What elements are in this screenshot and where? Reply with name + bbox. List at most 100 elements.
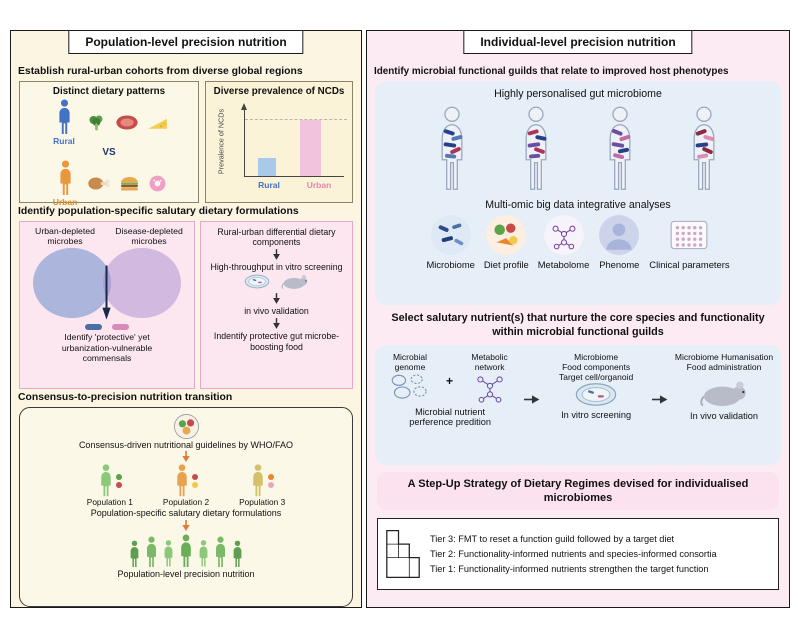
left-panel: Population-level precision nutrition Est… — [10, 30, 362, 608]
drumstick-icon — [88, 177, 110, 190]
metabolic-network-icon — [476, 376, 503, 403]
invitro-caption: In vitro screening — [561, 409, 632, 420]
prediction-caption: Microbial nutrient perference predition — [409, 406, 491, 428]
urban-bar — [300, 120, 321, 176]
prediction-column: Microbial genome + Metabolic network Mic… — [379, 352, 521, 428]
left-section2-heading: Identify population-specific salutary di… — [18, 206, 299, 217]
crowd-person-icon — [181, 534, 191, 567]
ncd-prevalence-box: Diverse prevalence of NCDs Prevalence of… — [205, 81, 353, 203]
right-section2-heading: Select salutary nutrient(s) that nurture… — [391, 312, 765, 338]
invivo-label-line: Food administration — [686, 361, 762, 372]
chart-y-axis-label: Prevalence of NCDs — [216, 108, 226, 175]
vs-label: VS — [102, 147, 116, 158]
omic-microbiome: Microbiome — [426, 214, 475, 270]
tier-box: Tier 3: FMT to reset a function guild fo… — [377, 518, 779, 591]
microbe-rod-icon — [112, 324, 129, 331]
clinical-parameters-icon — [671, 220, 708, 250]
population-1: Population 1 — [87, 464, 133, 507]
tier-3-text: : FMT to reset a function guild followed… — [453, 534, 675, 545]
phenome-icon — [599, 215, 640, 255]
down-arrow-icon — [273, 293, 280, 305]
burger-icon — [121, 176, 138, 191]
cohorts-row: Distinct dietary patterns Rural VS — [19, 81, 353, 207]
multiomic-subtitle: Multi-omic big data integrative analyses — [485, 199, 671, 211]
stairs-icon — [386, 530, 420, 579]
commensal-microbes — [85, 324, 129, 331]
left-section3-heading: Consensus-to-precision nutrition transit… — [18, 392, 233, 403]
disease-depleted-circle — [103, 248, 181, 319]
rural-person-icon — [58, 99, 70, 134]
petri-dish-icon — [244, 274, 269, 289]
tier-2-row: Tier 2: Functionality-informed nutrients… — [430, 549, 717, 559]
host-person-icon — [693, 106, 715, 190]
network-label: Metabolic network — [471, 351, 508, 372]
population1-foods-icon — [115, 473, 122, 488]
rural-tick-label: Rural — [258, 180, 280, 190]
omics-row: Microbiome Diet profile Metabolome Pheno… — [426, 214, 730, 270]
omic-label: Diet profile — [483, 259, 529, 270]
genome-label: Microbial genome — [392, 351, 427, 372]
host-figures-row — [431, 104, 725, 196]
microbiome-analysis-box: Highly personalised gut microbiome — [375, 81, 781, 305]
donut-icon — [149, 175, 166, 192]
right-panel: Individual-level precision nutrition Ide… — [366, 30, 790, 608]
consensus-caption1: Consensus-driven nutritional guidelines … — [78, 440, 294, 450]
omic-label: Clinical parameters — [649, 259, 730, 270]
urban-person-icon — [59, 160, 71, 195]
invivo-label-line: Microbiome Humanisation — [674, 351, 774, 362]
omic-diet-profile: Diet profile — [484, 214, 529, 270]
host-person-icon — [441, 106, 463, 190]
crowd-person-icon — [130, 540, 139, 567]
invivo-column: Microbiome Humanisation Food administrat… — [671, 352, 777, 428]
microbiome-icon — [430, 215, 471, 255]
down-arrow-icon — [182, 451, 190, 463]
screening-step2: High-throughput in vitro screening — [210, 262, 343, 273]
reference-dashed-line — [245, 119, 347, 120]
down-arrow-icon — [102, 265, 111, 321]
mouse-icon — [700, 381, 746, 406]
metabolome-icon — [543, 215, 584, 255]
right-section1-heading: Identify microbial functional guilds tha… — [374, 66, 729, 77]
population3-label: Population 3 — [239, 497, 286, 508]
omic-metabolome: Metabolome — [538, 214, 589, 270]
ncd-bar-chart: Prevalence of NCDs Rural Urban — [210, 99, 348, 201]
tier-1-row: Tier 1: Functionality-informed nutrients… — [430, 564, 717, 574]
population-2: Population 2 — [163, 464, 209, 507]
omic-label: Microbiome — [426, 259, 475, 270]
microbe-rod-icon — [85, 324, 102, 331]
broccoli-icon — [89, 115, 103, 130]
left-panel-title: Population-level precision nutrition — [68, 30, 304, 54]
venn-box: Urban-depleted microbes Disease-depleted… — [19, 221, 195, 389]
rural-label: Rural — [53, 136, 75, 146]
screening-step4: Indentify protective gut microbe-boostin… — [213, 331, 340, 352]
screening-step3: in vivo validation — [244, 306, 309, 317]
crowd-person-icon — [199, 539, 208, 567]
food-plate-icon — [173, 414, 199, 439]
urban-diet-row: Urban — [24, 160, 194, 207]
down-arrow-icon — [273, 318, 280, 330]
urban-label: Urban — [52, 197, 78, 207]
omic-phenome: Phenome — [598, 214, 640, 270]
population1-label: Population 1 — [86, 497, 133, 508]
tier-1-text: : Functionality-informed nutrients stren… — [453, 564, 709, 575]
venn-caption: Identify 'protective' yet urbanization-v… — [61, 332, 153, 363]
dietary-patterns-box: Distinct dietary patterns Rural VS — [19, 81, 199, 207]
host-person-icon — [609, 106, 631, 190]
steak-icon — [116, 115, 138, 130]
screening-icons — [243, 273, 311, 290]
crowd-person-icon — [216, 536, 225, 567]
right-arrow-icon — [524, 394, 540, 404]
plus-sign: + — [445, 373, 453, 388]
population1-person-icon — [101, 464, 111, 497]
venn-diagram — [31, 248, 183, 322]
chart-x-labels: Rural Urban — [244, 180, 344, 190]
host-person-icon — [525, 106, 547, 190]
down-arrow-icon — [182, 519, 190, 531]
ncd-box-title: Diverse prevalence of NCDs — [213, 86, 345, 97]
disease-depleted-label: Disease-depleted microbes — [115, 226, 183, 246]
tier-list: Tier 3: FMT to reset a function guild fo… — [430, 534, 717, 574]
tier-2-text: : Functionality-informed nutrients and s… — [453, 549, 717, 560]
omic-label: Phenome — [599, 259, 640, 270]
tier-3-label: Tier 3 — [430, 534, 454, 545]
